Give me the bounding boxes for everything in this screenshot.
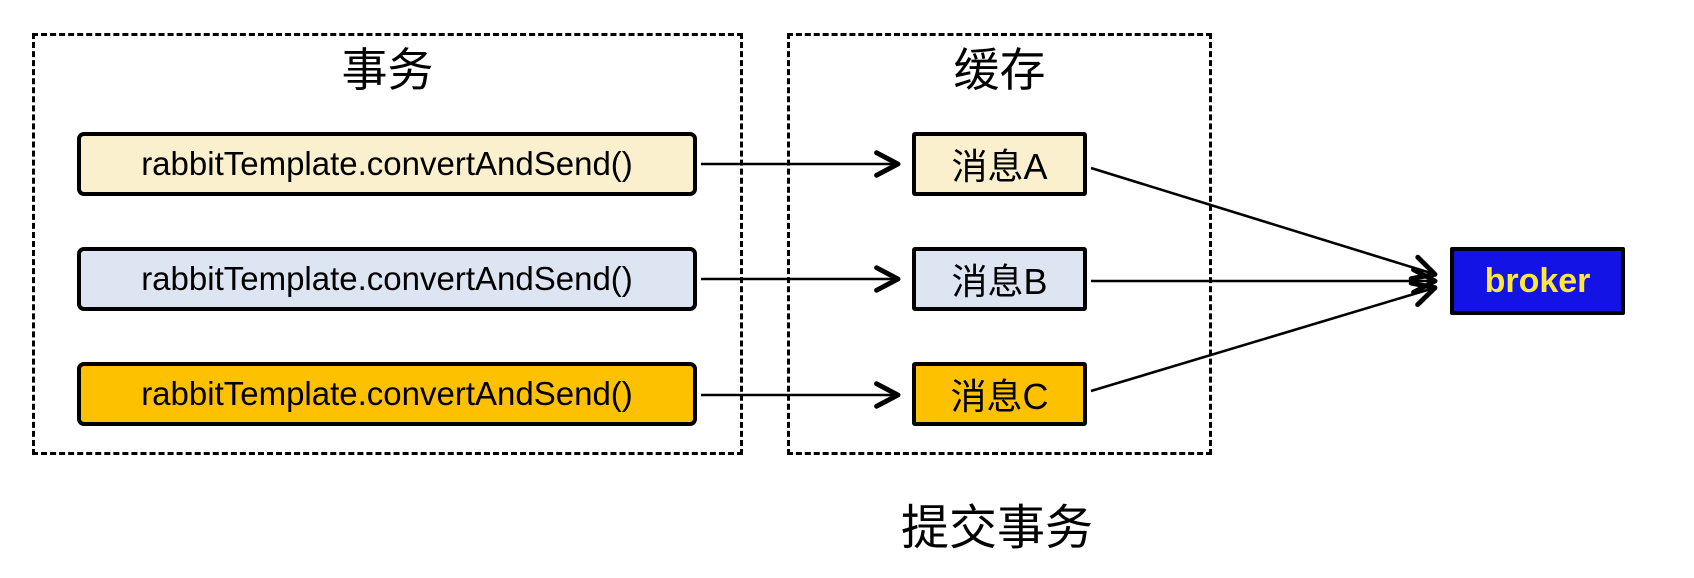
commit-transaction-caption: 提交事务 — [900, 502, 1093, 555]
broker-box: broker — [1450, 247, 1625, 315]
convert-and-send-box-2: rabbitTemplate.convertAndSend() — [77, 247, 697, 311]
message-label-b: 消息B — [951, 261, 1048, 302]
transaction-group-title: 事务 — [341, 44, 434, 96]
message-box-b: 消息B — [912, 247, 1087, 311]
convert-and-send-label-1: rabbitTemplate.convertAndSend() — [141, 145, 633, 182]
convert-and-send-label-2: rabbitTemplate.convertAndSend() — [141, 260, 633, 297]
transaction-group-box: 事务 — [32, 33, 743, 455]
convert-and-send-box-1: rabbitTemplate.convertAndSend() — [77, 132, 697, 196]
broker-label: broker — [1484, 261, 1591, 300]
message-box-c: 消息C — [912, 362, 1087, 426]
message-box-a: 消息A — [912, 132, 1087, 196]
message-label-a: 消息A — [951, 146, 1048, 187]
convert-and-send-label-3: rabbitTemplate.convertAndSend() — [141, 375, 633, 412]
convert-and-send-box-3: rabbitTemplate.convertAndSend() — [77, 362, 697, 426]
message-label-c: 消息C — [950, 376, 1049, 417]
cache-group-title: 缓存 — [953, 44, 1046, 96]
